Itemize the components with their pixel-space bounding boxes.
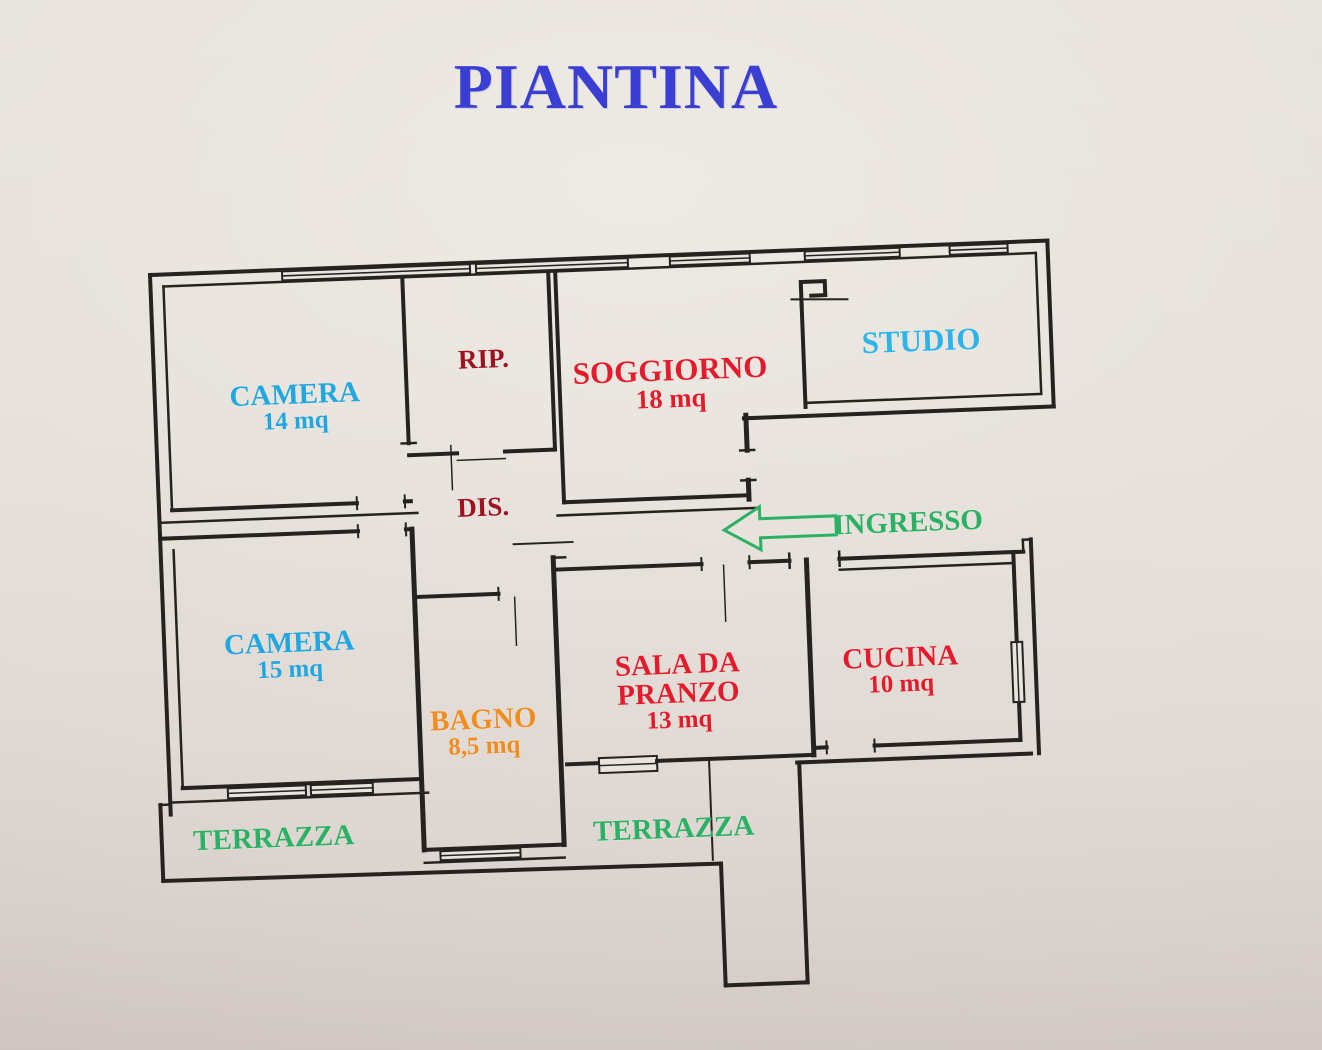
room-label-terrazza-mid: TERRAZZA <box>592 809 755 848</box>
cucina-walls <box>803 537 1042 758</box>
bagno-walls <box>412 555 567 865</box>
camera14-walls <box>158 275 454 525</box>
room-label-camera-14: CAMERA 14 mq <box>228 376 361 436</box>
floor-plan-drawing <box>147 238 1056 988</box>
corridor-walls <box>551 538 1033 622</box>
room-label-terrazza-left: TERRAZZA <box>192 819 355 858</box>
terrazza-walls <box>158 751 1034 988</box>
room-label-dis: DIS. <box>456 490 510 523</box>
room-label-cucina: CUCINA 10 mq <box>841 639 959 699</box>
page-title: PIANTINA <box>453 51 779 122</box>
room-label-soggiorno: SOGGIORNO 18 mq <box>572 348 768 415</box>
top-wall-windows <box>280 242 1009 282</box>
soggiorno-walls <box>553 269 761 517</box>
room-label-ingresso: INGRESSO <box>832 503 984 542</box>
camera15-walls <box>158 522 430 853</box>
sala-walls <box>565 752 813 861</box>
rip-dis-walls <box>407 269 574 546</box>
room-label-rip: RIP. <box>457 342 510 375</box>
room-label-bagno: BAGNO 8,5 mq <box>429 701 538 761</box>
outer-walls <box>147 238 1056 817</box>
room-label-studio: STUDIO <box>861 320 982 361</box>
studio-walls <box>790 279 849 410</box>
ingresso-arrow-icon <box>721 504 839 553</box>
room-label-camera-15: CAMERA 15 mq <box>223 624 356 685</box>
floor-plan: CAMERA 14 mq RIP. SOGGIORNO 18 mq STUDIO… <box>147 238 1098 1035</box>
room-label-sala-da-pranzo: SALA DA PRANZO 13 mq <box>614 646 741 735</box>
